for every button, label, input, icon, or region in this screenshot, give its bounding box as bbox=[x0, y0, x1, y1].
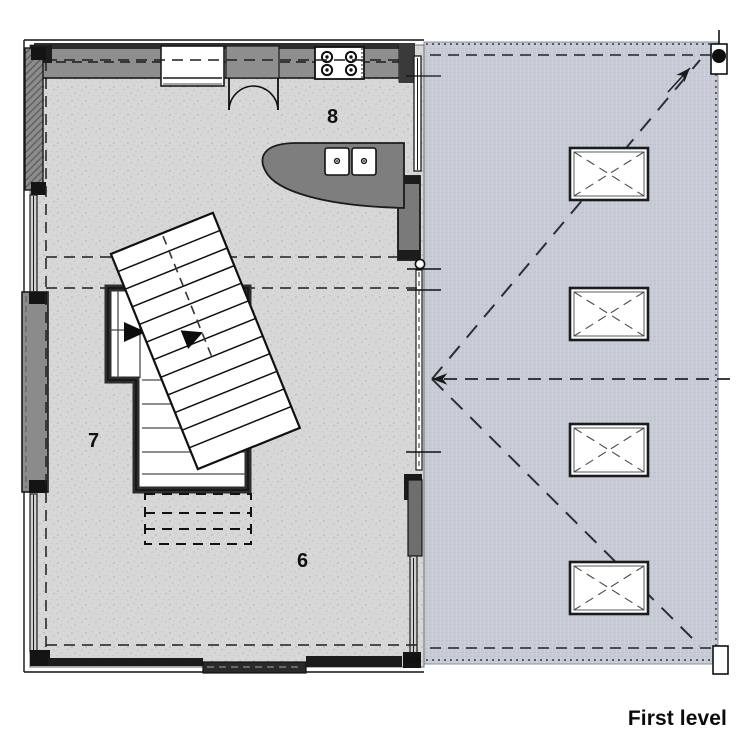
skylight-2 bbox=[568, 286, 650, 342]
sliding-panel-top-left bbox=[160, 45, 225, 87]
stair-direction-arrow-2 bbox=[180, 330, 203, 349]
center-wall-assembly bbox=[397, 43, 441, 668]
wall-left-upper bbox=[24, 47, 44, 191]
left-wall-assembly bbox=[21, 40, 50, 672]
four-burner-cooktop bbox=[314, 46, 365, 80]
section-marker-a bbox=[710, 30, 728, 75]
figure-caption: First level bbox=[627, 707, 727, 730]
stair-direction-arrow-1 bbox=[124, 322, 146, 342]
glazing-left-upper bbox=[29, 194, 38, 293]
interior-dashed-guides bbox=[45, 59, 424, 654]
skylight-1 bbox=[568, 146, 650, 202]
room-label-7: 7 bbox=[88, 430, 100, 452]
terrace-zone bbox=[423, 41, 730, 665]
glazing-left-lower bbox=[29, 493, 38, 653]
room-label-6: 6 bbox=[297, 550, 309, 572]
double-sink bbox=[324, 147, 377, 176]
bottom-wall-assembly bbox=[24, 656, 424, 674]
swing-door-top bbox=[228, 78, 279, 111]
section-marker-b bbox=[712, 645, 729, 675]
glazing-center-upper bbox=[413, 55, 422, 172]
skylight-group bbox=[568, 146, 650, 616]
skylight-4 bbox=[568, 560, 650, 616]
skylight-3 bbox=[568, 422, 650, 478]
dashed-stair-void-below bbox=[144, 493, 252, 545]
curved-kitchen-island bbox=[261, 142, 405, 209]
glazing-bottom bbox=[202, 661, 307, 674]
room-label-8: 8 bbox=[327, 106, 339, 128]
pivot-hinge-icon bbox=[414, 258, 426, 270]
staircase bbox=[109, 211, 302, 471]
glazing-center-lower bbox=[415, 269, 423, 471]
glazing-center-bottom bbox=[409, 555, 418, 657]
